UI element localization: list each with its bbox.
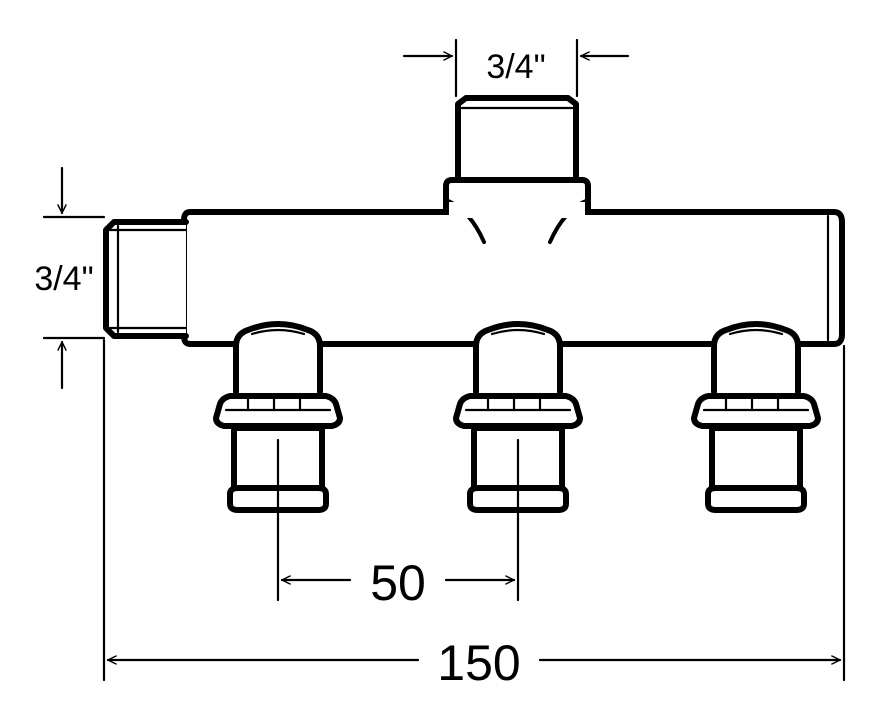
left-inlet-thread (103, 219, 189, 339)
dim-left-inlet-label: 3/4" (34, 260, 93, 298)
bottom-outlet-1 (213, 321, 343, 513)
dim-overall-length-label: 150 (437, 635, 520, 691)
bottom-outlet-3 (691, 321, 821, 513)
dim-top-outlet: 3/4" (402, 38, 630, 98)
manifold-body (181, 209, 845, 347)
dim-overall-length: 150 (102, 338, 846, 691)
dim-spacing-label: 50 (370, 555, 426, 611)
dim-spacing: 50 (276, 438, 520, 611)
top-outlet (437, 95, 599, 244)
dim-top-outlet-label: 3/4" (486, 48, 545, 86)
dim-left-inlet: 3/4" (34, 166, 106, 390)
